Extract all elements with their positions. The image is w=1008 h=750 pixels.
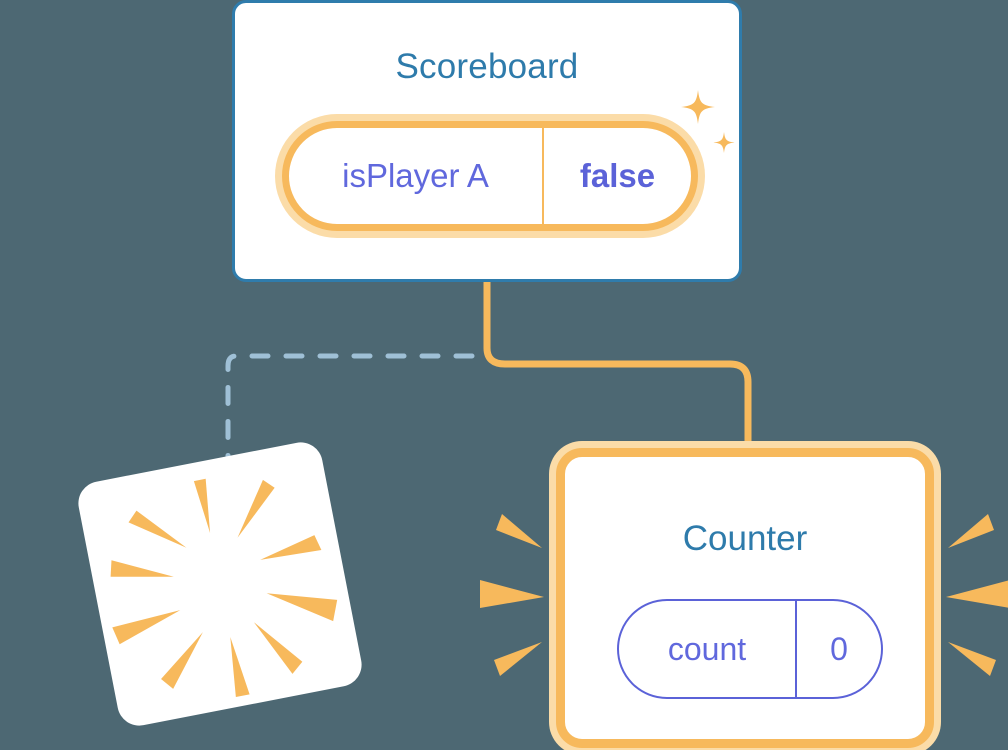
burst-rays-counter-right bbox=[946, 514, 1008, 676]
burst-ray bbox=[112, 610, 181, 645]
sparkle-icon-group bbox=[681, 90, 735, 153]
burst-rays-tilted-card bbox=[110, 478, 338, 698]
burst-ray bbox=[237, 479, 275, 538]
burst-ray bbox=[230, 637, 250, 698]
burst-ray bbox=[946, 580, 1008, 608]
counter-title: Counter bbox=[682, 519, 808, 558]
scoreboard-title: Scoreboard bbox=[395, 47, 579, 86]
burst-ray bbox=[253, 622, 303, 674]
counter-card[interactable]: Counter count 0 bbox=[556, 448, 934, 748]
counter-state-key: count bbox=[619, 601, 797, 697]
burst-ray bbox=[266, 593, 338, 622]
connector-solid-to-counter bbox=[483, 282, 752, 452]
burst-ray bbox=[948, 514, 994, 548]
burst-ray bbox=[161, 632, 203, 689]
counter-state-pill[interactable]: count 0 bbox=[617, 599, 883, 699]
burst-rays-counter-left bbox=[480, 514, 544, 676]
burst-ray bbox=[496, 514, 542, 548]
burst-ray bbox=[480, 580, 544, 608]
burst-ray bbox=[494, 642, 542, 676]
scoreboard-card[interactable]: Scoreboard isPlayer A false bbox=[232, 0, 742, 282]
burst-ray bbox=[128, 510, 187, 548]
scoreboard-state-key: isPlayer A bbox=[289, 128, 544, 224]
burst-ray bbox=[110, 560, 174, 577]
burst-ray bbox=[193, 478, 211, 533]
counter-state-value: 0 bbox=[830, 630, 848, 667]
tilted-blank-card[interactable] bbox=[74, 438, 366, 730]
sparkle-icon-small bbox=[713, 132, 735, 153]
burst-ray bbox=[948, 642, 996, 676]
burst-ray bbox=[260, 535, 322, 560]
scoreboard-state-pill[interactable]: isPlayer A false bbox=[282, 121, 698, 231]
scoreboard-state-value: false bbox=[579, 157, 656, 194]
sparkle-icon-large bbox=[681, 90, 715, 124]
